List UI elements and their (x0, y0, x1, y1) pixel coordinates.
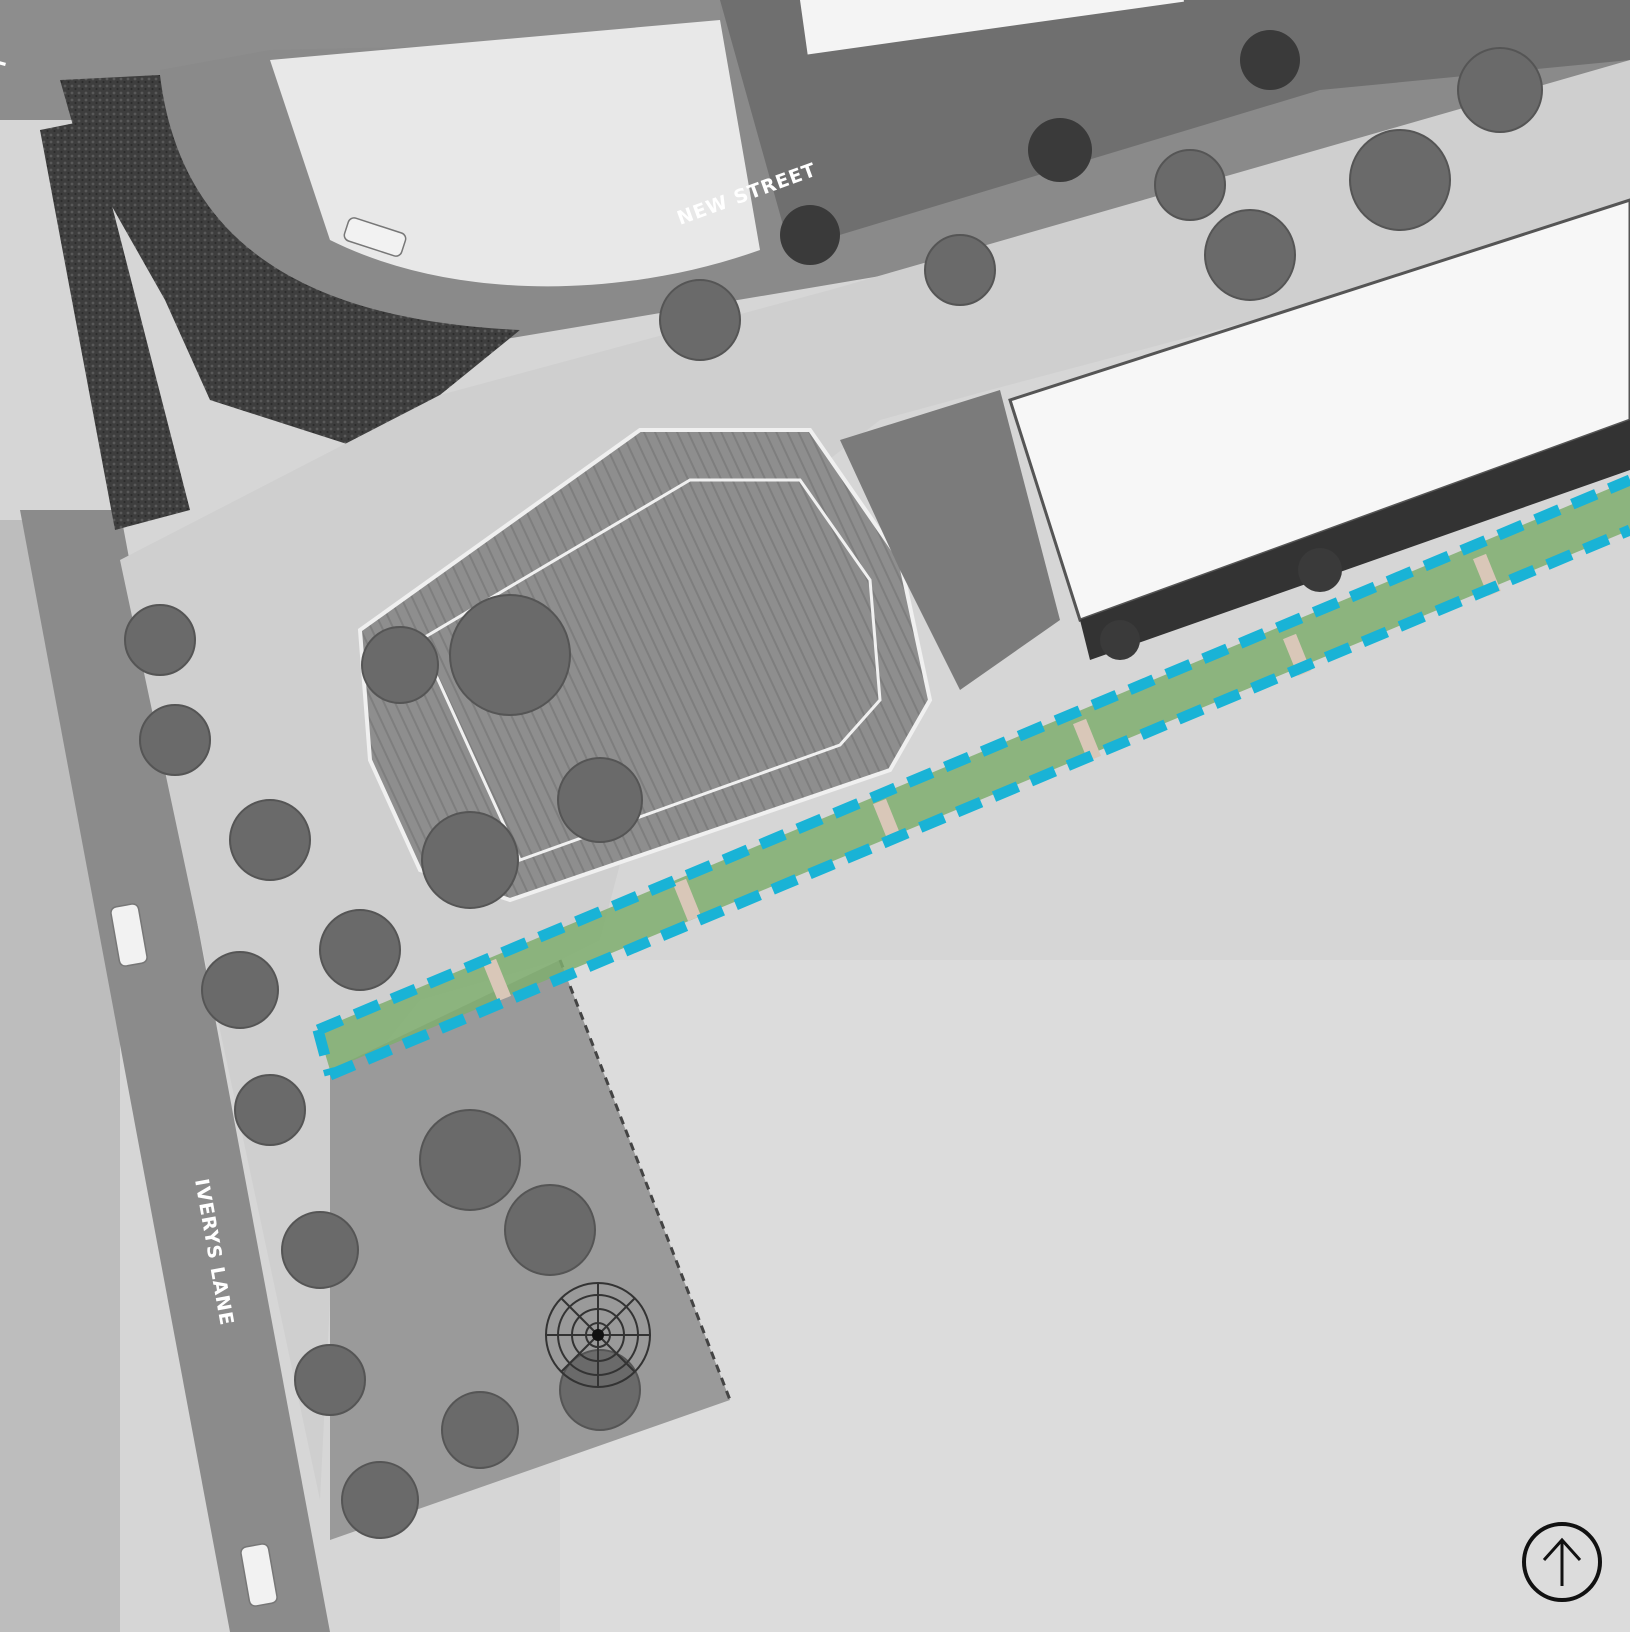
highlight-corridor-outline (312, 474, 1630, 1081)
iverys-lane-road (20, 510, 330, 1632)
main-building-shadow (1080, 420, 1630, 660)
promenade (120, 60, 1630, 1500)
parking-lot (270, 20, 760, 287)
highlight-corridor-fill (318, 480, 1630, 1070)
central-plaza (357, 428, 933, 903)
playground-center (592, 1329, 604, 1341)
north-arrow-icon (1522, 1522, 1602, 1602)
sloped-lawn (840, 390, 1060, 690)
ground-lower (560, 960, 1630, 1632)
main-building (1008, 198, 1630, 622)
lower-park-edge (558, 959, 732, 1401)
plaza-inner-outline (418, 478, 882, 862)
upper-right-block (720, 0, 1630, 250)
cars (110, 217, 407, 1607)
top-building (800, 0, 1184, 55)
vegetation-triangle (60, 75, 520, 445)
tree-canopies (124, 47, 1543, 1539)
shrub-clusters (780, 30, 1342, 660)
street-label-corner: T (0, 55, 12, 72)
vegetation-strip-left (40, 120, 190, 530)
